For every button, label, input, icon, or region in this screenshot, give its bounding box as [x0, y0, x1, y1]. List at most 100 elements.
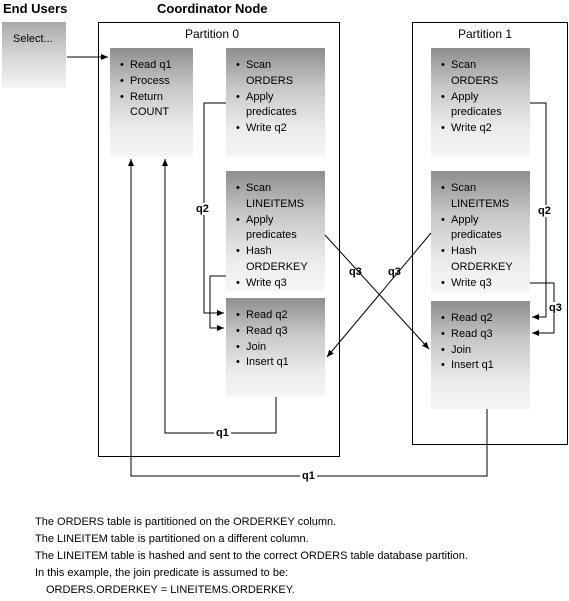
- coordinator-node-heading: Coordinator Node: [157, 1, 268, 16]
- task-step-text: predicates: [451, 229, 502, 242]
- task-step-text: Read q3: [451, 327, 493, 340]
- p0-q1-label: q1: [214, 427, 231, 439]
- bullet-icon: •: [236, 182, 240, 194]
- task-step-text: Join: [451, 343, 472, 356]
- task-step-text: Return: [130, 90, 164, 103]
- p0-q2-label: q2: [195, 203, 210, 215]
- bullet-icon: •: [120, 74, 124, 87]
- bullet-icon: •: [441, 90, 445, 103]
- bullet-icon: •: [441, 122, 445, 135]
- task-step-text: Apply: [246, 213, 274, 226]
- p0-to-p1-q3-flow: [324, 234, 430, 350]
- bullet-icon: •: [120, 90, 124, 103]
- task-step-text: Hash: [246, 245, 272, 258]
- bullet-icon: •: [441, 276, 445, 289]
- task-step-text: ORDERKEY: [451, 260, 513, 273]
- bullet-icon: •: [236, 309, 240, 321]
- task-step-text: Write q2: [451, 122, 492, 135]
- task-step-text: Scan: [451, 59, 477, 71]
- task-step-text: LINEITEMS: [451, 197, 510, 210]
- task-step-text: COUNT: [130, 106, 170, 119]
- task-step: • Join: [431, 343, 494, 359]
- note-line: The ORDERS table is partitioned on the O…: [35, 516, 337, 528]
- bottom-q1-flow: [128, 159, 488, 477]
- task-step: •Write q3: [226, 276, 308, 292]
- cross-q3-left-label: q3: [349, 266, 362, 278]
- task-step-text: ORDERKEY: [246, 260, 308, 273]
- explanation-notes: The ORDERS table is partitioned on the O…: [35, 514, 468, 599]
- task-step-text: Hash: [451, 245, 477, 258]
- bottom-q1-label: q1: [300, 470, 317, 482]
- bullet-icon: •: [120, 59, 124, 71]
- p1-to-p0-q3-flow: [326, 232, 432, 358]
- bullet-icon: •: [236, 356, 240, 369]
- bullet-icon: •: [441, 327, 445, 340]
- task-step-text: LINEITEMS: [246, 197, 305, 210]
- p0-q1-flow: [162, 159, 277, 434]
- note-line: The LINEITEM table is partitioned on a d…: [35, 533, 309, 545]
- task-step: •Read q3: [226, 324, 289, 340]
- task-step-text: ORDERS: [451, 74, 499, 87]
- task-step: • Insert q1: [226, 355, 289, 371]
- note-line: The LINEITEM table is hashed and sent to…: [35, 550, 468, 562]
- p0-join-box: •Read q2•Read q3•Join•Insert q1: [226, 298, 325, 397]
- p1-join-box: • Read q2 • Read q3 • Join •Insert q1: [431, 301, 530, 409]
- task-step-text: Insert q1: [451, 359, 494, 372]
- note-line: In this example, the join predicate is a…: [35, 567, 289, 579]
- task-step-text: Apply: [246, 90, 274, 103]
- bullet-icon: •: [441, 59, 445, 71]
- bullet-icon: •: [441, 343, 445, 356]
- task-step-text: Insert q1: [246, 356, 289, 369]
- task-step: •Join: [226, 340, 289, 356]
- end-users-heading: End Users: [3, 1, 68, 16]
- select-query-box: Select...: [2, 22, 66, 88]
- p1-q3-label: q3: [548, 302, 563, 314]
- bullet-icon: •: [236, 340, 240, 353]
- join-predicate-line: ORDERS.ORDERKEY = LINEITEMS.ORDERKEY.: [46, 584, 295, 596]
- p1-q2-label: q2: [537, 205, 552, 217]
- bullet-icon: •: [441, 245, 445, 258]
- task-step-text: Write q2: [246, 122, 287, 135]
- task-step: • Read q2: [431, 311, 494, 327]
- bullet-icon: •: [236, 90, 240, 103]
- task-step-text: Process: [130, 74, 170, 87]
- task-step: • Read q2: [226, 308, 289, 324]
- task-step-text: Scan: [451, 182, 477, 194]
- bullet-icon: •: [236, 276, 240, 289]
- task-step-text: predicates: [451, 106, 502, 119]
- bullet-icon: •: [236, 245, 240, 258]
- select-query-label: Select...: [13, 33, 53, 45]
- task-step-text: predicates: [246, 229, 297, 242]
- task-step: • Write q3: [431, 276, 513, 292]
- task-step-text: Scan: [246, 182, 272, 194]
- task-step-text: Apply: [451, 213, 479, 226]
- task-step: •Write q2: [226, 121, 297, 137]
- task-step-text: Read q2: [451, 312, 493, 324]
- bullet-icon: •: [236, 59, 240, 71]
- cross-q3-right-label: q3: [388, 266, 401, 278]
- bullet-icon: •: [441, 312, 445, 324]
- partition-1-title: Partition 1: [458, 27, 513, 41]
- bullet-icon: •: [236, 324, 240, 337]
- task-step: •Insert q1: [431, 358, 494, 374]
- task-step-text: Write q3: [451, 276, 492, 289]
- task-step: •Read q1: [110, 58, 172, 74]
- bullet-icon: •: [441, 182, 445, 194]
- task-step: • Process: [110, 74, 172, 90]
- task-step-text: Read q2: [246, 309, 288, 321]
- task-step: • Read q3: [431, 327, 494, 343]
